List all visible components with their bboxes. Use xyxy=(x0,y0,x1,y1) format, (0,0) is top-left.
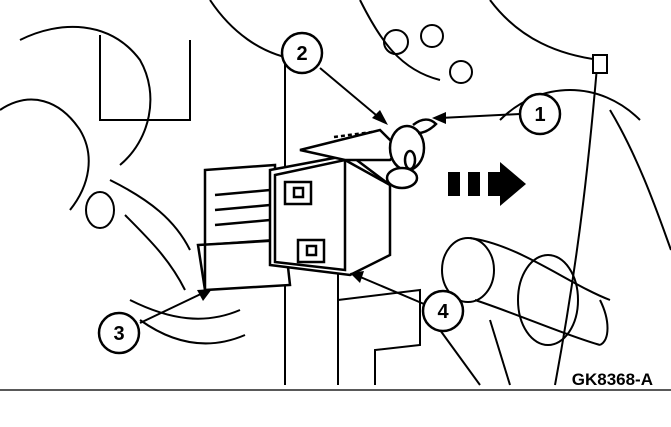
leader-lines xyxy=(139,67,521,324)
ignition-switch-assembly xyxy=(196,118,438,292)
callout-1-number: 1 xyxy=(534,104,545,126)
callout-2-number: 2 xyxy=(296,43,307,65)
leader-arrowheads xyxy=(197,110,446,301)
leader-line-1 xyxy=(439,113,521,119)
callout-2: 2 xyxy=(280,31,324,75)
leader-line-4 xyxy=(357,275,425,305)
callout-3: 3 xyxy=(97,311,141,355)
figure-id-label: GK8368-A xyxy=(572,370,653,389)
callout-4: 4 xyxy=(421,289,465,333)
callout-4-number: 4 xyxy=(437,301,449,323)
leader-line-3 xyxy=(139,291,206,324)
callout-3-number: 3 xyxy=(113,323,124,345)
leader-line-2 xyxy=(319,67,383,121)
callout-1: 1 xyxy=(518,92,562,136)
direction-arrow-icon xyxy=(448,162,526,206)
